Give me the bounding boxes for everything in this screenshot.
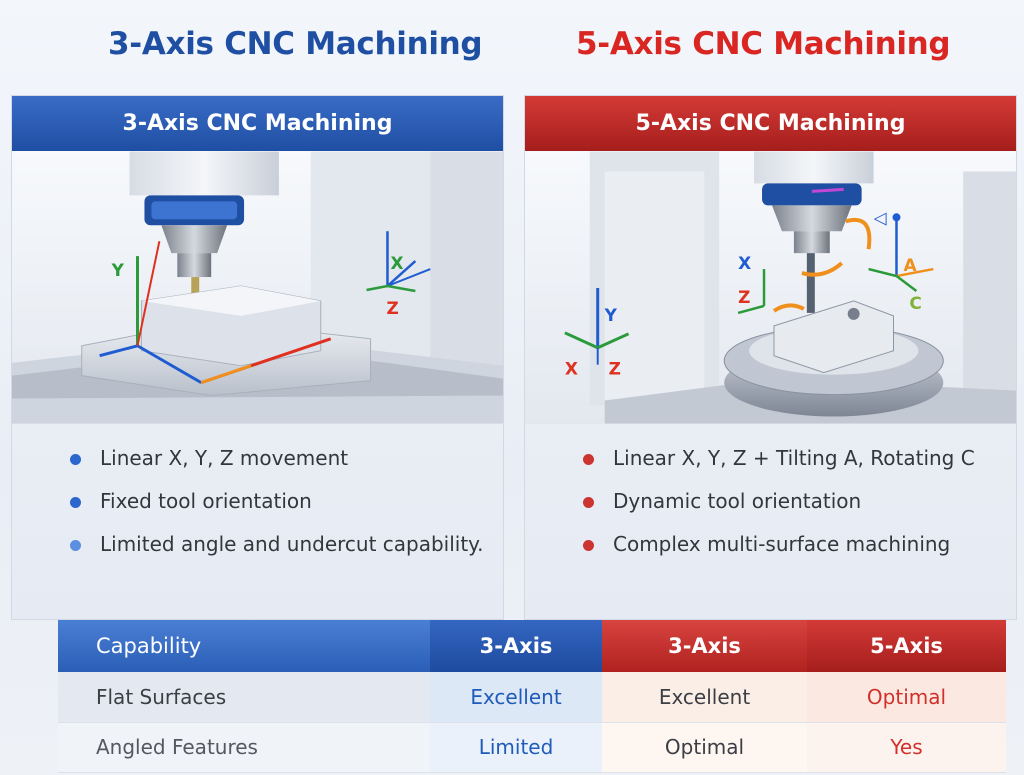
table-cell: Excellent	[430, 672, 602, 723]
table-cell: Flat Surfaces	[58, 672, 430, 723]
5-axis-feature: Complex multi-surface machining	[583, 532, 1016, 557]
column-header-5-axis: 5-Axis	[807, 620, 1006, 672]
5-axis-machine-illustration: X Y Z X Z ◁ A C	[525, 151, 1016, 424]
3-axis-feature: Fixed tool orientation	[70, 489, 503, 514]
bullet-icon	[583, 454, 594, 465]
panel-3-axis-header: 3-Axis CNC Machining	[12, 96, 503, 151]
table-cell: Optimal	[602, 722, 807, 773]
3-axis-z-label: Z	[386, 298, 398, 318]
column-header-capability: Capability	[58, 620, 430, 672]
5-axis-x-label: X	[565, 359, 578, 379]
panel-5-axis: 5-Axis CNC Machining	[524, 95, 1017, 620]
3-axis-feature: Limited angle and undercut capability.	[70, 532, 503, 557]
3-axis-y-label: Y	[111, 260, 125, 280]
3-axis-machine-illustration: Y X Z	[12, 151, 503, 424]
bullet-icon	[583, 540, 594, 551]
table-cell: Angled Features	[58, 722, 430, 773]
5-axis-feature: Linear X, Y, Z + Tilting A, Rotating C	[583, 446, 1016, 471]
5-axis-a-label: A	[903, 255, 917, 275]
table-cell: Optimal	[807, 672, 1006, 723]
5-axis-feature: Dynamic tool orientation	[583, 489, 1016, 514]
5-axis-feature-list: Linear X, Y, Z + Tilting A, Rotating C D…	[525, 424, 1016, 557]
title-3-axis: 3-Axis CNC Machining	[108, 26, 483, 62]
svg-text:Z: Z	[738, 287, 750, 307]
5-axis-c-label: C	[909, 293, 921, 313]
comparison-table: Capability 3-Axis 3-Axis 5-Axis Flat Sur…	[58, 620, 1006, 773]
bullet-icon	[70, 454, 81, 465]
svg-text:X: X	[738, 253, 751, 273]
3-axis-feature: Linear X, Y, Z movement	[70, 446, 503, 471]
table-row: Angled Features Limited Optimal Yes	[58, 722, 1006, 773]
bullet-icon	[70, 497, 81, 508]
bullet-icon	[583, 497, 594, 508]
column-header-3-axis: 3-Axis	[430, 620, 602, 672]
panel-3-axis: 3-Axis CNC Machining Y	[11, 95, 504, 620]
table-cell: Excellent	[602, 672, 807, 723]
table-row: Flat Surfaces Excellent Excellent Optima…	[58, 672, 1006, 723]
table-header-row: Capability 3-Axis 3-Axis 5-Axis	[58, 620, 1006, 672]
5-axis-z-label: Z	[609, 359, 621, 379]
table-cell: Yes	[807, 722, 1006, 773]
title-5-axis: 5-Axis CNC Machining	[576, 26, 951, 62]
table-cell: Limited	[430, 722, 602, 773]
svg-text:◁: ◁	[874, 207, 887, 227]
bullet-icon	[70, 540, 81, 551]
5-axis-y-label: Y	[604, 305, 618, 325]
column-header-3-axis-alt: 3-Axis	[602, 620, 807, 672]
3-axis-x-label: X	[390, 253, 403, 273]
3-axis-feature-list: Linear X, Y, Z movement Fixed tool orien…	[12, 424, 503, 557]
panel-5-axis-header: 5-Axis CNC Machining	[525, 96, 1016, 151]
